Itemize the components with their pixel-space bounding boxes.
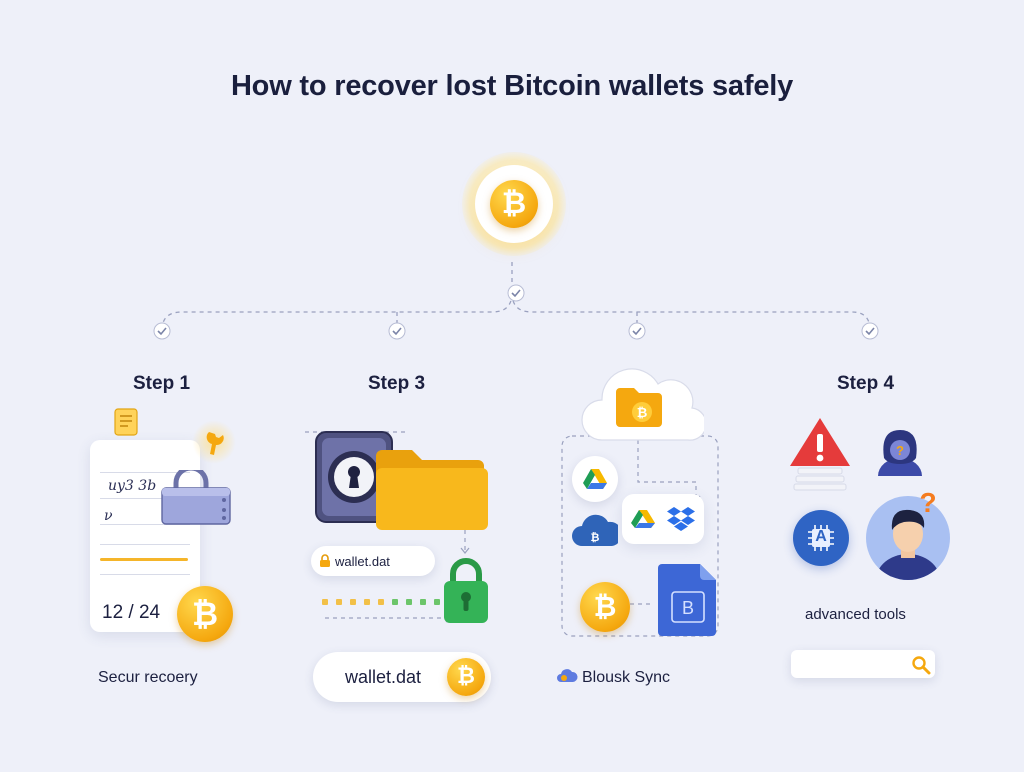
person-icon — [876, 509, 940, 580]
user-question-icon: ? — [878, 430, 922, 476]
bitcoin-coin-icon: ₿ — [447, 658, 485, 696]
bitcoin-coin-icon: ₿ — [580, 582, 630, 632]
alert-warning-icon — [790, 418, 850, 491]
step-4-caption: advanced tools — [805, 606, 906, 623]
notepad-icon — [114, 408, 138, 436]
search-icon[interactable] — [911, 655, 931, 675]
svg-text:B: B — [682, 598, 694, 618]
ruled-line — [100, 524, 190, 525]
google-drive-icon — [583, 469, 607, 489]
note-line-1: uy3 3b — [108, 478, 157, 494]
document-icon: B — [658, 564, 716, 636]
highlight-bar — [100, 558, 188, 561]
svg-text:₿: ₿ — [637, 405, 648, 420]
note-line-2: ν — [104, 508, 113, 524]
cloud-bitcoin-icon: ₿ — [572, 514, 618, 546]
google-drive-icon — [631, 510, 655, 528]
drive-dropbox-card — [622, 494, 704, 544]
dropbox-icon — [667, 507, 695, 531]
scan-progress-dots — [322, 599, 440, 605]
step-1-title: Step 1 — [133, 373, 191, 394]
wallet-dat-label: wallet.dat — [345, 667, 422, 687]
bitcoin-coin-icon: ₿ — [490, 180, 538, 228]
sync-logo-icon — [557, 669, 578, 682]
page-title: How to recover lost Bitcoin wallets safe… — [230, 70, 794, 102]
folder-icon — [376, 450, 488, 530]
ruled-line — [100, 472, 190, 473]
svg-text:₿: ₿ — [591, 532, 600, 544]
vault-icon — [315, 431, 393, 523]
user-avatar — [866, 496, 950, 580]
svg-text:?: ? — [896, 443, 904, 458]
chip-badge: A — [793, 510, 849, 566]
green-padlock-icon — [444, 558, 488, 623]
seed-count: 12 / 24 — [102, 602, 161, 623]
wallet-dat-pill[interactable]: wallet.dat ₿ — [313, 652, 491, 702]
chip-icon — [808, 525, 834, 551]
question-mark-icon: ? — [919, 487, 936, 518]
ruled-line — [100, 544, 190, 545]
google-drive-badge — [572, 456, 618, 502]
ruled-line — [100, 498, 190, 499]
bitcoin-folder-icon: ₿ — [616, 388, 662, 427]
step-3-title: Step 3 — [368, 373, 426, 394]
wallet-file-label: wallet.dat — [335, 554, 390, 569]
small-lock-icon — [320, 554, 330, 567]
step-1-caption: Secur recoery — [98, 669, 198, 686]
step-4-title: Step 4 — [837, 373, 895, 394]
wrench-icon — [206, 432, 224, 455]
chip-letter: A — [815, 528, 827, 545]
padlock-icon — [161, 470, 231, 525]
search-bar[interactable] — [791, 650, 935, 678]
ruled-line — [100, 574, 190, 575]
check-nodes — [153, 284, 879, 340]
bitcoin-coin-icon: ₿ — [177, 586, 233, 642]
svg-text:?: ? — [919, 487, 936, 518]
wallet-file-field[interactable]: wallet.dat — [311, 546, 435, 576]
cloud-sync-caption: Blousk Sync — [582, 669, 671, 686]
